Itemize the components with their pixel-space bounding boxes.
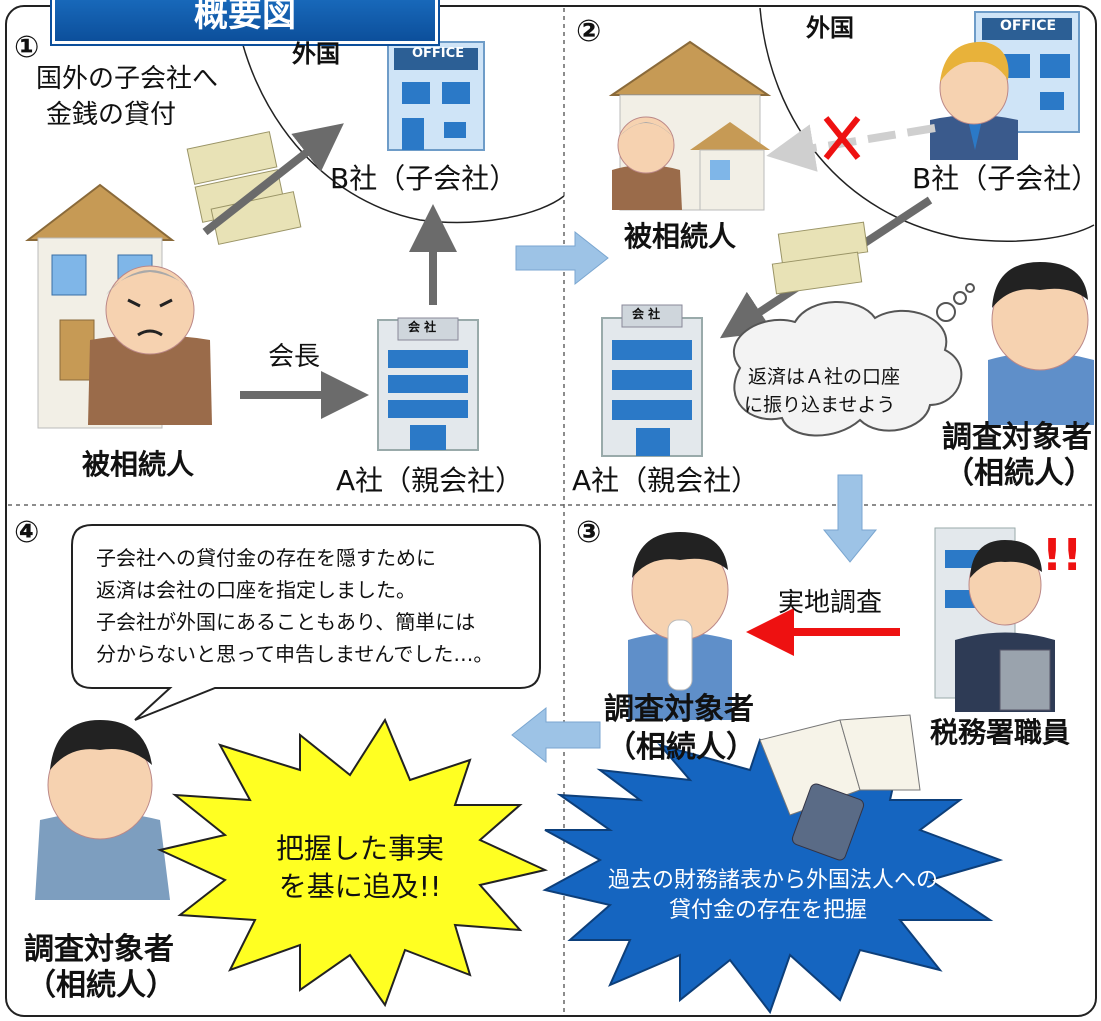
blue-burst-line2: 貸付金の存在を把握 bbox=[668, 898, 867, 923]
blue-burst-line1: 過去の財務諸表から外国法人への bbox=[608, 868, 939, 893]
flow-arrow-1-2 bbox=[515, 230, 609, 286]
speech-line2: 返済は会社の口座を指定しました。 bbox=[96, 578, 416, 602]
thought-text-line2: に振り込ませよう bbox=[744, 394, 896, 416]
office-sign: OFFICE bbox=[1000, 18, 1057, 34]
investigation-label: 実地調査 bbox=[778, 588, 883, 618]
young-man-icon bbox=[628, 532, 732, 720]
company-building-icon bbox=[601, 304, 703, 457]
speech-line1: 子会社への貸付金の存在を隠すために bbox=[96, 546, 436, 570]
thought-cloud bbox=[733, 283, 975, 437]
company-b-label: B社（子会社） bbox=[912, 162, 1100, 195]
company-building-icon bbox=[377, 317, 479, 451]
subject-sub-label: （相続人） bbox=[26, 968, 176, 1003]
company-sign: 会 社 bbox=[408, 320, 437, 334]
old-man-icon bbox=[88, 265, 212, 425]
page-title: 概要図 bbox=[50, 0, 440, 46]
yellow-burst bbox=[156, 717, 549, 1008]
subject-sub-label: （相続人） bbox=[606, 730, 756, 765]
speech-line3: 子会社が外国にあることもあり、簡単には bbox=[96, 610, 476, 634]
foreign-circle-2 bbox=[759, 7, 1095, 242]
foreign-man-icon bbox=[930, 41, 1018, 160]
panel-number-3: ③ bbox=[576, 515, 602, 550]
young-man-icon bbox=[988, 262, 1094, 425]
ledger-icon bbox=[759, 714, 921, 816]
company-b-label: B社（子会社） bbox=[330, 162, 518, 195]
thought-text-line1: 返済はＡ社の口座 bbox=[748, 366, 901, 388]
money-icon bbox=[186, 131, 302, 245]
panel-number-2: ② bbox=[576, 14, 602, 49]
office-sign: OFFICE bbox=[412, 46, 465, 61]
subject-label: 調査対象者 bbox=[24, 932, 174, 967]
officer-label: 税務署職員 bbox=[930, 716, 1071, 749]
cross-mark-icon bbox=[823, 116, 861, 160]
flow-arrow-3-4 bbox=[511, 706, 601, 764]
young-man-icon bbox=[35, 720, 170, 900]
subject-label: 調査対象者 bbox=[942, 420, 1092, 455]
outer-frame bbox=[5, 5, 1097, 1017]
office-building-icon bbox=[387, 41, 485, 151]
calculator-icon bbox=[791, 783, 865, 861]
subject-sub-label: （相続人） bbox=[944, 456, 1094, 491]
money-icon bbox=[771, 221, 869, 295]
speech-line4: 分からないと思って申告しませんでした…。 bbox=[96, 642, 494, 666]
foreign-label: 外国 bbox=[806, 14, 854, 42]
old-man-icon bbox=[612, 116, 682, 210]
foreign-label: 外国 bbox=[292, 40, 340, 68]
subject-label: 調査対象者 bbox=[604, 692, 754, 727]
loan-text-line1: 国外の子会社へ bbox=[36, 64, 219, 94]
decedent-label: 被相続人 bbox=[624, 220, 737, 253]
loan-arrow bbox=[202, 123, 344, 236]
house-icon bbox=[608, 40, 772, 211]
company-a-label: A社（親会社） bbox=[336, 464, 524, 497]
company-sign: 会 社 bbox=[632, 307, 661, 321]
chairman-label: 会長 bbox=[268, 342, 321, 372]
company-a-label: A社（親会社） bbox=[572, 464, 760, 497]
loan-text-line2: 金銭の貸付 bbox=[46, 100, 177, 130]
blue-burst bbox=[542, 738, 1004, 1015]
panel-number-4: ④ bbox=[14, 515, 40, 550]
alert-mark: !! bbox=[1042, 530, 1083, 581]
tax-officer-icon bbox=[934, 527, 1055, 712]
flow-arrow-2-3 bbox=[822, 474, 878, 563]
foreign-circle-1 bbox=[234, 7, 565, 224]
blocked-repay-arrow bbox=[766, 124, 936, 172]
decedent-label: 被相続人 bbox=[82, 448, 195, 481]
yellow-burst-line1: 把握した事実 bbox=[275, 832, 444, 865]
yellow-burst-line2: を基に追及!! bbox=[278, 870, 442, 903]
speech-bubble bbox=[71, 524, 541, 721]
panel-number-1: ① bbox=[14, 30, 40, 65]
